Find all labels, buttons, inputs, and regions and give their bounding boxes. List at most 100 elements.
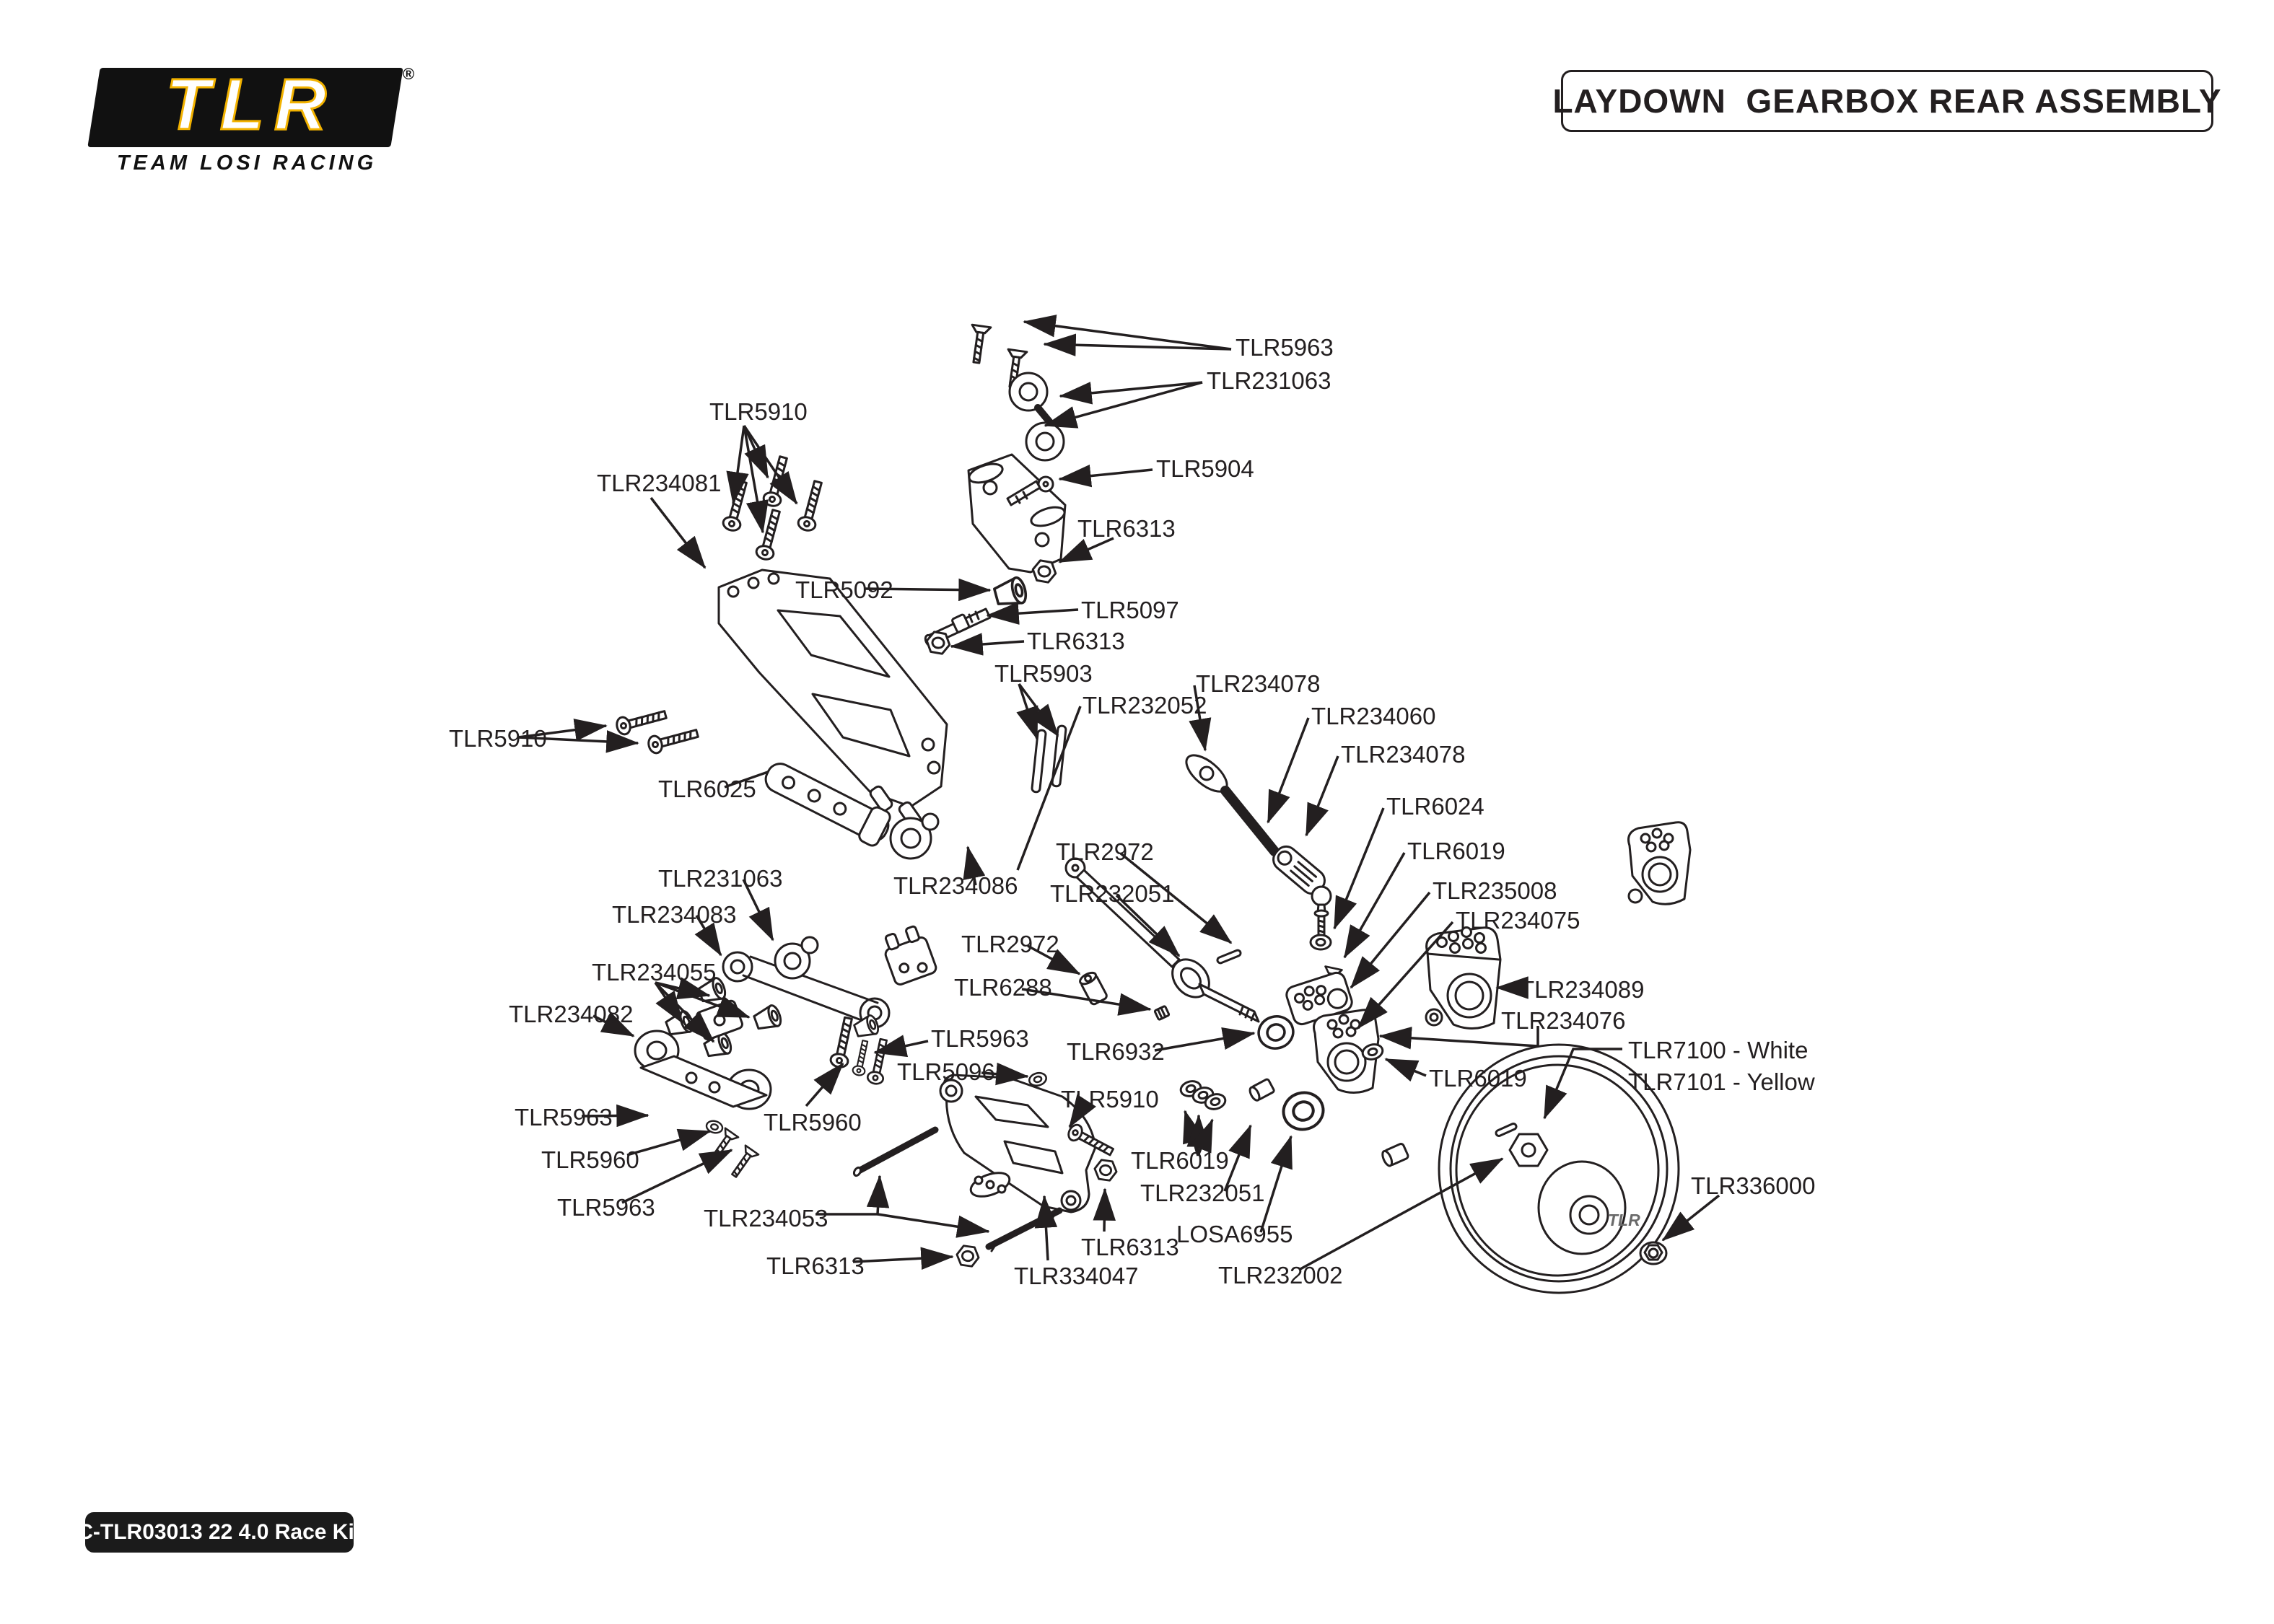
logo-subtitle: TEAM LOSI RACING	[116, 152, 377, 175]
part-label-tlr234089: TLR234089	[1520, 976, 1645, 1003]
part-label-tlr5960-a: TLR5960	[764, 1109, 862, 1136]
part-label-tlr6313-b: TLR6313	[1027, 628, 1125, 654]
part-label-tlr5096: TLR5096	[897, 1058, 995, 1085]
leader-tlr6019-b	[1384, 1058, 1427, 1082]
leader-tlr5963-c	[581, 1104, 650, 1128]
leader-tlr5960-a	[805, 1062, 844, 1107]
part-label-tlr5910-a: TLR5910	[709, 398, 808, 425]
leader-tlr5910-a	[743, 425, 769, 479]
registered-mark: ®	[403, 65, 415, 83]
part-label-tlr5963-a: TLR5963	[1236, 334, 1334, 361]
leader-tlr234083	[694, 915, 722, 957]
part-label-tlr6019-a: TLR6019	[1407, 838, 1505, 864]
part-label-tlr5097: TLR5097	[1081, 597, 1179, 623]
leader-tlr5963-b	[873, 1035, 929, 1058]
part-label-tlr6932: TLR6932	[1067, 1038, 1165, 1065]
leader-losa6955	[1259, 1135, 1293, 1233]
part-label-tlr6019-c: TLR6019	[1131, 1147, 1229, 1174]
leader-tlr5963-a	[1043, 333, 1232, 356]
part-label-tlr234082: TLR234082	[509, 1001, 634, 1027]
leader-tlr234055	[655, 981, 751, 1019]
part-label-losa6955: LOSA6955	[1176, 1221, 1293, 1247]
hub-carrier-art	[1425, 926, 1502, 1030]
hub-carrier2-art	[1627, 821, 1692, 905]
leader-tlr6313-b	[950, 633, 1025, 656]
leader-tlr6313-d	[852, 1247, 954, 1270]
leader-tlr5096	[981, 1062, 1029, 1086]
leader-tlr6288	[1021, 988, 1152, 1016]
leader-tlr5960-b	[626, 1128, 712, 1156]
leader-tlr6313-a	[1058, 537, 1114, 563]
part-label-tlr232051-a: TLR232051	[1050, 880, 1175, 907]
leader-tlr231063-b	[742, 879, 774, 942]
part-label-tlr235008: TLR235008	[1433, 877, 1557, 904]
part-label-tlr234086: TLR234086	[893, 872, 1018, 899]
leader-tlr336000	[1661, 1194, 1720, 1242]
part-label-tlr6288: TLR6288	[954, 974, 1052, 1001]
leader-tlr234053	[877, 1213, 990, 1238]
leader-tlr5910-a	[726, 425, 749, 505]
leader-tlr5910-c	[1068, 1094, 1096, 1128]
logo-brand-text: TLR	[165, 63, 337, 146]
leader-tlr231063-a	[1059, 381, 1203, 405]
part-label-tlr234078-b: TLR234078	[1341, 741, 1466, 768]
part-label-wheel-emboss: TLR	[1608, 1211, 1640, 1229]
part-label-tlr5092: TLR5092	[795, 576, 893, 603]
part-label-tlr234075: TLR234075	[1456, 907, 1580, 934]
leader-tlr234075	[1357, 921, 1454, 1030]
part-label-tlr5963-b: TLR5963	[931, 1025, 1029, 1052]
leader-tlr5904	[1058, 464, 1153, 488]
leader-tlr5903	[1018, 682, 1059, 737]
part-label-tlr234083: TLR234083	[612, 901, 737, 928]
leader-tlr234078-a	[1189, 685, 1212, 752]
leader-tlr6313-c	[1093, 1188, 1116, 1232]
leader-tlr5910-b	[517, 719, 608, 742]
part-label-tlr336000: TLR336000	[1691, 1172, 1816, 1199]
part-label-tlr7101: TLR7101 - Yellow	[1628, 1068, 1815, 1095]
leader-tlr5910-b	[517, 730, 639, 753]
part-label-tlr7100: TLR7100 - White	[1628, 1037, 1809, 1063]
rocker-assembly-art	[966, 323, 1067, 574]
part-label-tlr2972-b: TLR2972	[961, 931, 1059, 957]
leader-tlr5092	[864, 578, 992, 602]
part-label-tlr6313-d: TLR6313	[766, 1252, 865, 1279]
part-label-tlr5960-b: TLR5960	[541, 1146, 639, 1173]
leader-tlr5963-a	[1023, 315, 1232, 351]
leader-tlr232051-b	[1223, 1124, 1252, 1192]
pivot-hardware-art	[924, 558, 1067, 794]
leader-tlr5910-a	[743, 425, 798, 505]
part-label-tlr5903: TLR5903	[994, 660, 1093, 687]
leader-tlr234081	[650, 496, 707, 569]
leader-tlr5963-d	[621, 1149, 733, 1204]
tlr-logo: TLR ® TEAM LOSI RACING	[87, 58, 447, 184]
part-label-tlr334047: TLR334047	[1014, 1263, 1139, 1289]
kit-badge: C-TLR03013 22 4.0 Race Kit	[77, 1512, 362, 1553]
part-label-tlr6025: TLR6025	[658, 776, 756, 802]
leader-tlr234082	[592, 1011, 635, 1037]
part-label-tlr5910-b: TLR5910	[449, 725, 547, 752]
leader-tlr234055	[654, 982, 684, 1024]
part-label-tlr5963-d: TLR5963	[557, 1194, 655, 1221]
leader-tlr6024	[1333, 807, 1385, 930]
leader-tlr6025	[724, 771, 769, 789]
part-label-tlr6024: TLR6024	[1386, 793, 1484, 820]
page-title: LAYDOWN GEARBOX REAR ASSEMBLY	[1552, 70, 2221, 132]
part-label-tlr5904: TLR5904	[1156, 455, 1254, 482]
part-label-tlr5910-c: TLR5910	[1061, 1086, 1159, 1112]
leader-tlr5097	[986, 602, 1079, 625]
part-label-tlr6019-b: TLR6019	[1429, 1065, 1527, 1092]
leader-tlr6019-c	[1190, 1118, 1214, 1156]
part-label-tlr2972-a: TLR2972	[1056, 838, 1154, 865]
camber-mount-art	[889, 812, 940, 860]
part-label-tlr234081: TLR234081	[597, 470, 722, 496]
leader-tlr7100	[1543, 1048, 1622, 1120]
leader-tlr234060	[1267, 717, 1310, 824]
part-label-tlr232052: TLR232052	[1083, 692, 1207, 719]
turnbuckle-art	[1185, 754, 1353, 1026]
leader-tlr234078-b	[1305, 755, 1339, 837]
leader-tlr235008	[1350, 891, 1431, 989]
leader-tlr6019-a	[1343, 852, 1406, 959]
part-label-tlr234076: TLR234076	[1501, 1007, 1626, 1034]
hub-assembled-art	[1313, 1009, 1386, 1094]
